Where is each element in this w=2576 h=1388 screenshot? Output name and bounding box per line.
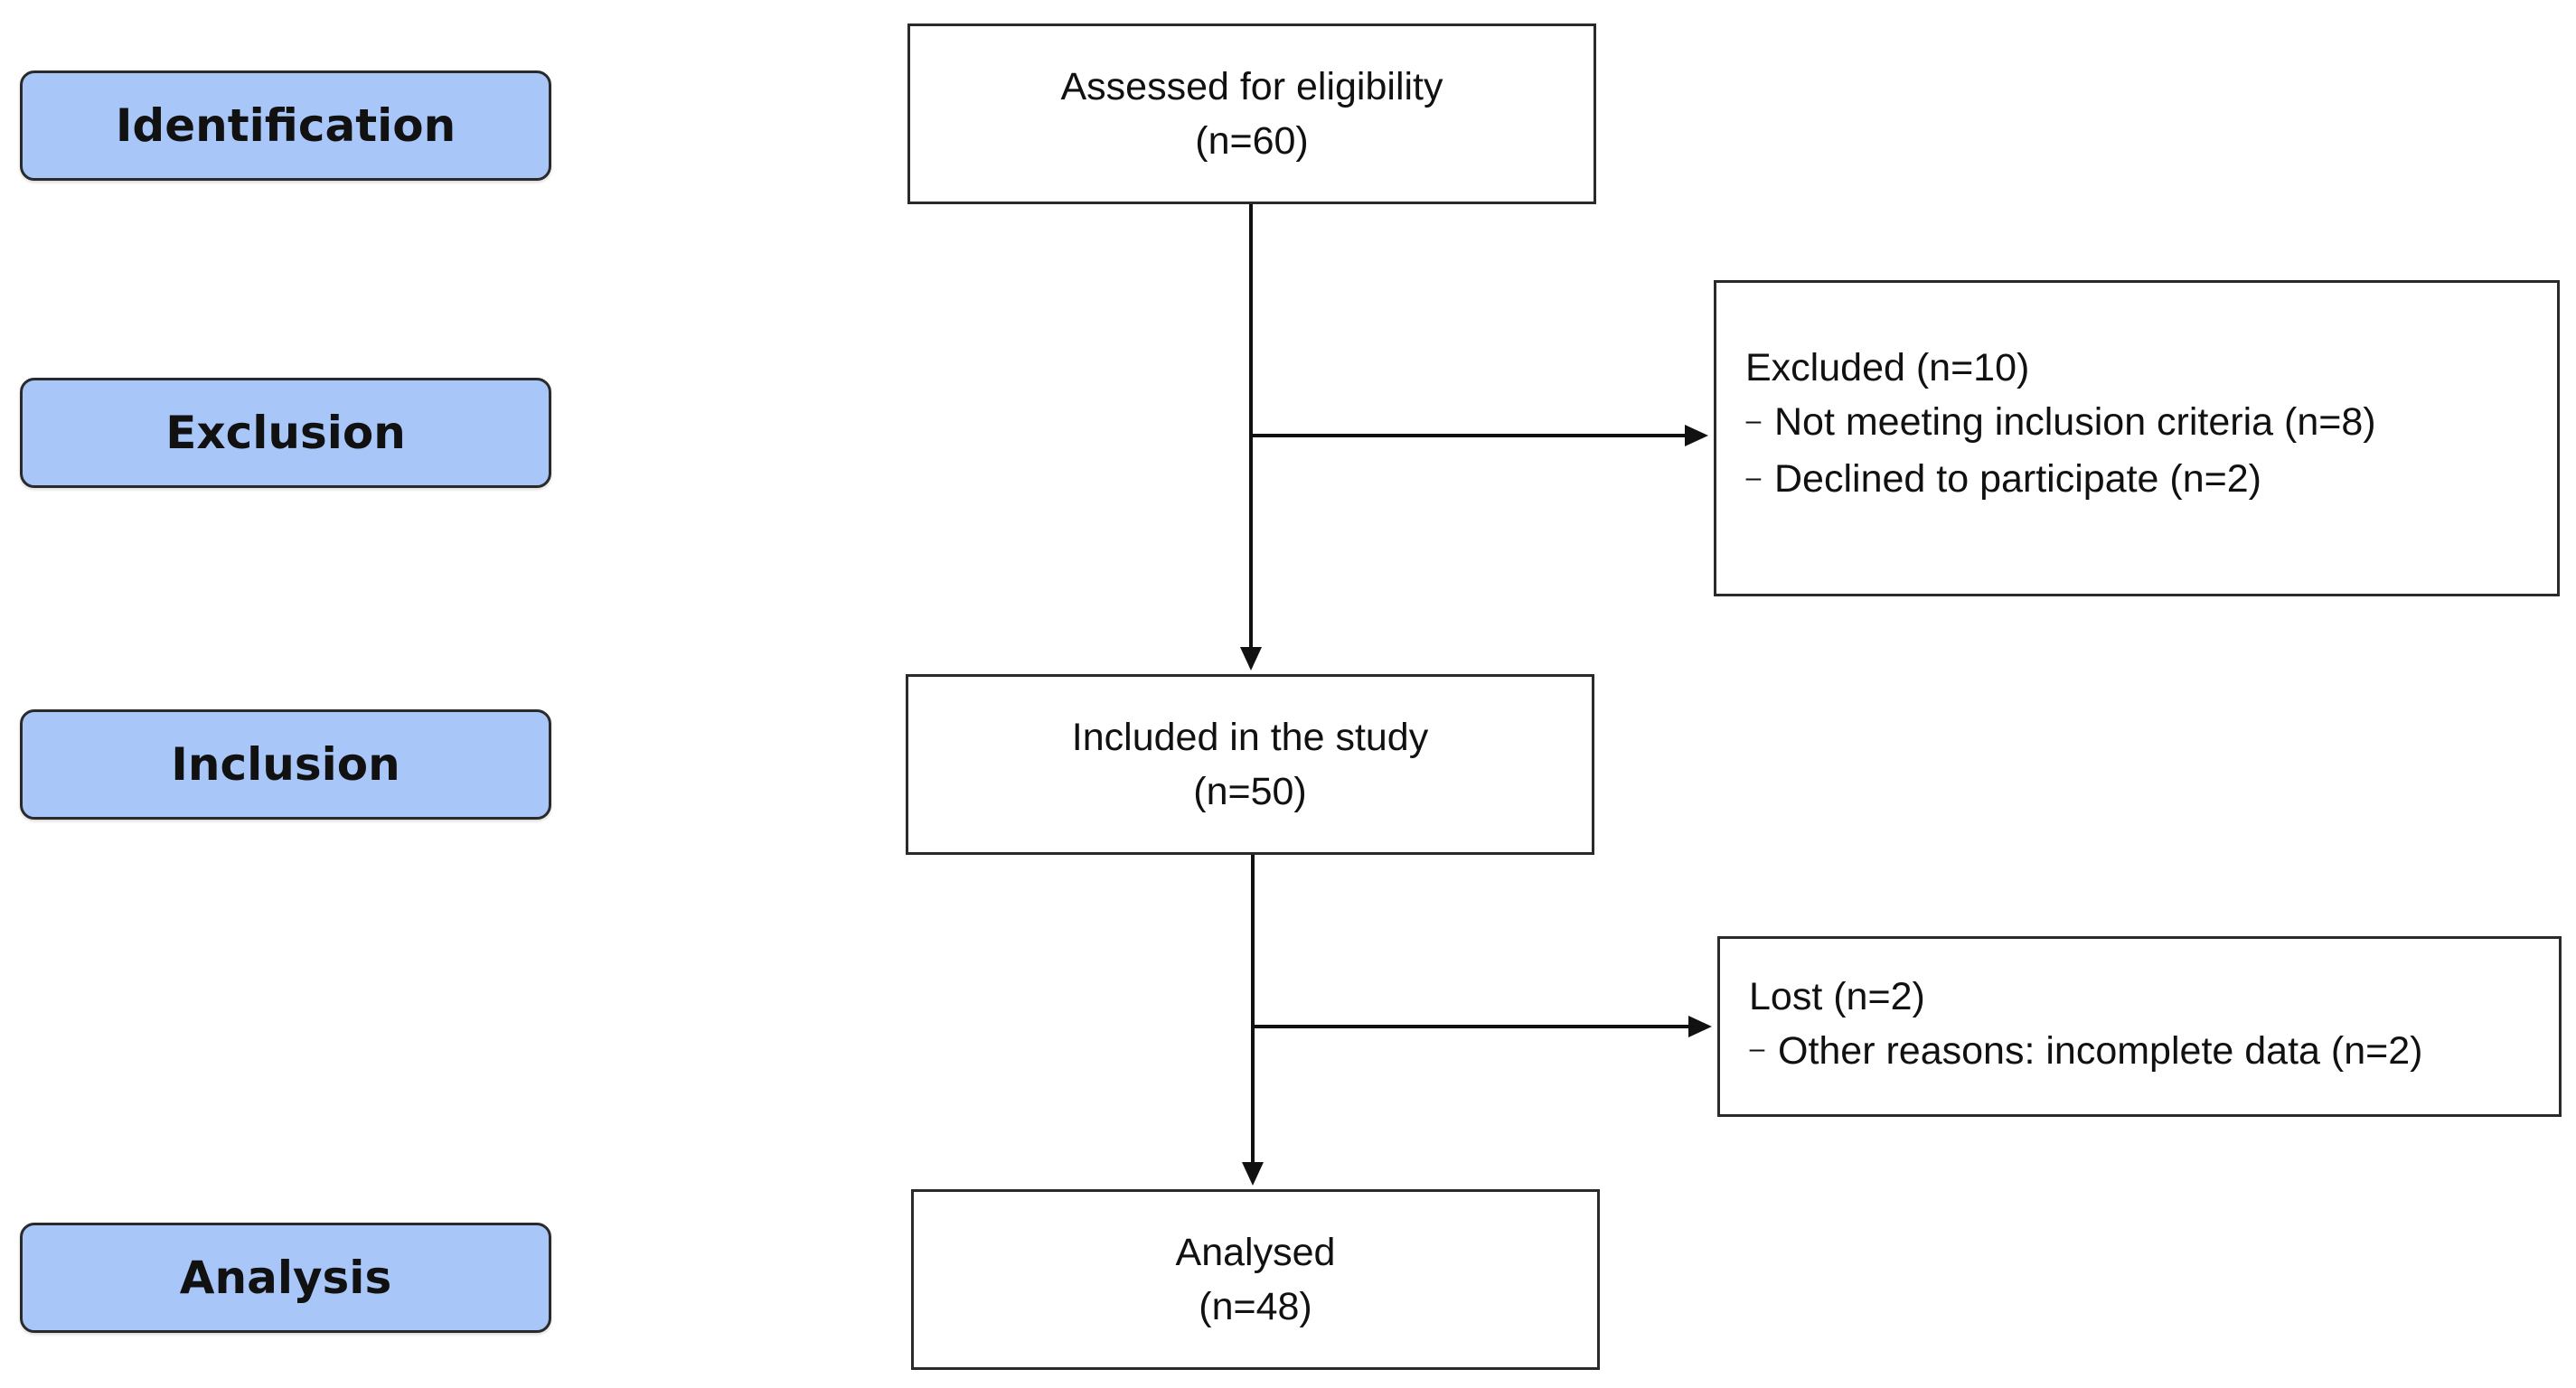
box-included: Included in the study (n=50) xyxy=(906,674,1594,855)
dash-bullet: – xyxy=(1745,462,1762,492)
analysed-count: (n=48) xyxy=(1199,1285,1312,1328)
included-count: (n=50) xyxy=(1193,770,1307,813)
arrowhead-included xyxy=(1240,647,1262,671)
lost-item: –Other reasons: incomplete data (n=2) xyxy=(1749,1024,2559,1081)
box-excluded: Excluded (n=10) –Not meeting inclusion c… xyxy=(1714,280,2560,596)
included-title: Included in the study xyxy=(1071,716,1429,759)
dash-bullet: – xyxy=(1749,1034,1765,1064)
box-analysed: Analysed (n=48) xyxy=(911,1189,1600,1370)
excluded-item-text: Declined to participate (n=2) xyxy=(1774,457,2261,501)
stage-identification: Identification xyxy=(20,70,551,181)
stage-exclusion: Exclusion xyxy=(20,378,551,488)
dash-bullet: – xyxy=(1745,406,1762,436)
stage-analysis: Analysis xyxy=(20,1223,551,1333)
stage-inclusion: Inclusion xyxy=(20,709,551,820)
excluded-item: –Declined to participate (n=2) xyxy=(1745,452,2557,509)
assessed-count: (n=60) xyxy=(1195,119,1309,163)
box-lost: Lost (n=2) –Other reasons: incomplete da… xyxy=(1717,936,2562,1117)
lost-item-text: Other reasons: incomplete data (n=2) xyxy=(1778,1028,2423,1073)
excluded-item: –Not meeting inclusion criteria (n=8) xyxy=(1745,395,2557,452)
arrowhead-analysed xyxy=(1242,1162,1264,1186)
lost-title: Lost (n=2) xyxy=(1749,974,1925,1018)
analysed-title: Analysed xyxy=(1175,1231,1336,1274)
box-assessed: Assessed for eligibility (n=60) xyxy=(907,23,1596,204)
assessed-title: Assessed for eligibility xyxy=(1060,65,1443,108)
arrowhead-lost xyxy=(1688,1016,1712,1037)
excluded-item-text: Not meeting inclusion criteria (n=8) xyxy=(1774,400,2376,445)
excluded-title: Excluded (n=10) xyxy=(1745,346,2030,390)
arrowhead-excluded xyxy=(1685,425,1708,446)
